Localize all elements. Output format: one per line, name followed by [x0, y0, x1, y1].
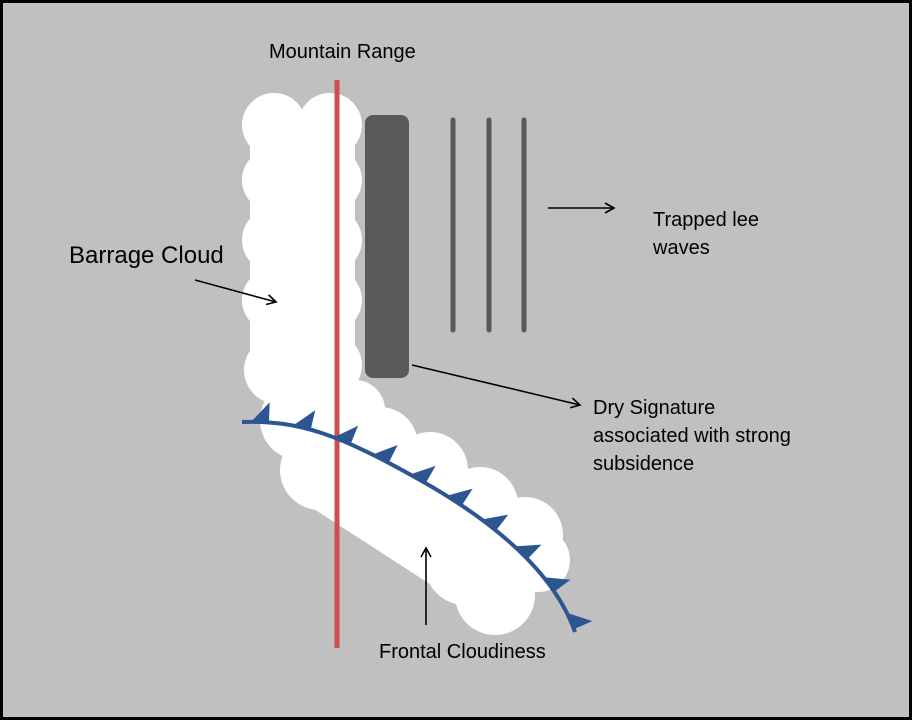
label-line: Dry Signature [593, 397, 716, 419]
front-triangle [372, 445, 398, 463]
label-line: Trapped lee [653, 209, 759, 231]
label-line: waves [653, 237, 710, 259]
front-triangle [293, 410, 316, 430]
front-triangle [333, 425, 359, 445]
front-triangles [250, 402, 593, 630]
barrage-cloud [242, 93, 362, 404]
trapped-lee-waves-label: Trapped lee waves [653, 206, 759, 262]
front-triangle [543, 577, 571, 592]
front-triangle [481, 514, 509, 531]
arrows [194, 202, 616, 625]
front-triangle [410, 465, 436, 484]
front-triangle [446, 488, 473, 506]
barrage-cloud-label: Barrage Cloud [69, 242, 224, 269]
trapped-lee-waves [450, 117, 527, 333]
label-line: associated with strong [593, 425, 791, 447]
dry-signature-arrow [411, 364, 582, 409]
label-line: subsidence [593, 453, 695, 475]
front-triangle [514, 544, 542, 559]
dry-signature-label: Dry Signature associated with strong sub… [593, 394, 791, 478]
barrage-arrow [194, 279, 278, 306]
frontal-cloudiness-label: Frontal Cloudiness [379, 641, 546, 663]
front-triangle [250, 402, 270, 423]
mountain-range-label: Mountain Range [269, 41, 416, 63]
dry-signature-block [365, 115, 409, 378]
frontal-cloud [260, 380, 570, 635]
front-triangle [566, 612, 593, 630]
